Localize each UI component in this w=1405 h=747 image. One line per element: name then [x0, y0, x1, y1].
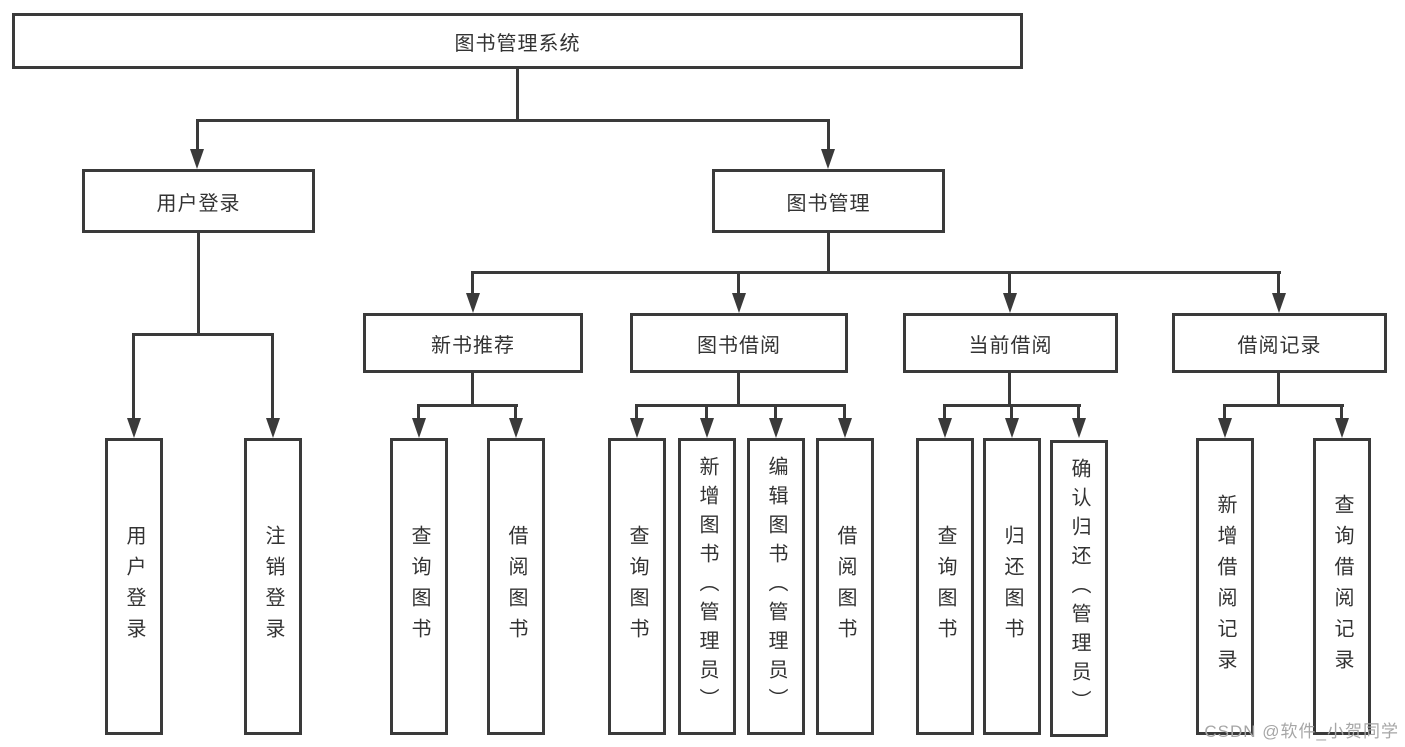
connector-leaf-stem [417, 404, 420, 420]
connector-l3-stem [1008, 271, 1011, 295]
node-book-management: 图书管理 [712, 169, 945, 233]
node-current-borrow-label: 当前借阅 [968, 334, 1053, 357]
connector-root-rail [196, 119, 829, 122]
arrow-down-icon [1005, 418, 1019, 438]
arrow-down-icon [1003, 293, 1017, 313]
connector-recommend-rail [418, 404, 518, 407]
connector-root-stem [516, 68, 519, 120]
leaf-query-book-borrow-label: 查询图书 [626, 524, 648, 649]
arrow-down-icon [127, 418, 141, 438]
arrow-down-icon [466, 293, 480, 313]
connector-leaf-stem [774, 404, 777, 420]
leaf-borrow-book-recommend: 借阅图书 [487, 438, 545, 735]
arrow-down-icon [1218, 418, 1232, 438]
connector-leaf-stem [1077, 404, 1080, 420]
connector-l3-stem [471, 271, 474, 295]
connector-leaf-stem [705, 404, 708, 420]
connector-leaf-stem [514, 404, 517, 420]
node-current-borrow: 当前借阅 [903, 313, 1118, 373]
connector-leaf-stem [943, 404, 946, 420]
connector-user-login-stem [196, 119, 199, 151]
connector-user-login-down [197, 233, 200, 335]
connector-leaf-stem [1223, 404, 1226, 420]
leaf-query-book-recommend-label: 查询图书 [408, 524, 430, 649]
node-library-system-label: 图书管理系统 [454, 32, 581, 55]
node-borrow-record-label: 借阅记录 [1237, 334, 1322, 357]
node-book-borrow: 图书借阅 [630, 313, 848, 373]
leaf-confirm-return-admin: 确认归还（管理员） [1050, 440, 1108, 737]
node-user-login: 用户登录 [82, 169, 315, 233]
connector-leaf-stem [132, 333, 135, 420]
leaf-add-book-admin: 新增图书（管理员） [678, 438, 736, 735]
connector-record-rail [1224, 404, 1344, 407]
connector-book-mgmt-rail [471, 271, 1281, 274]
connector-record-down [1277, 373, 1280, 406]
leaf-logout: 注销登录 [244, 438, 302, 735]
arrow-down-icon [821, 149, 835, 169]
leaf-return-book-label: 归还图书 [1001, 524, 1023, 649]
node-library-system: 图书管理系统 [12, 13, 1023, 69]
csdn-watermark: CSDN @软件_小贺同学 [1204, 722, 1399, 741]
leaf-logout-label: 注销登录 [262, 524, 284, 649]
connector-user-login-rail [133, 333, 274, 336]
node-new-book-recommend: 新书推荐 [363, 313, 583, 373]
connector-current-down [1008, 373, 1011, 406]
connector-l3-stem [1277, 271, 1280, 295]
arrow-down-icon [938, 418, 952, 438]
arrow-down-icon [1272, 293, 1286, 313]
leaf-query-book-recommend: 查询图书 [390, 438, 448, 735]
node-book-management-label: 图书管理 [786, 192, 871, 215]
arrow-down-icon [190, 149, 204, 169]
arrow-down-icon [630, 418, 644, 438]
node-borrow-record: 借阅记录 [1172, 313, 1387, 373]
leaf-query-borrow-record: 查询借阅记录 [1313, 438, 1371, 735]
connector-recommend-down [471, 373, 474, 406]
connector-leaf-stem [1340, 404, 1343, 420]
connector-leaf-stem [635, 404, 638, 420]
connector-leaf-stem [271, 333, 274, 420]
arrow-down-icon [732, 293, 746, 313]
connector-book-mgmt-down [827, 233, 830, 274]
arrow-down-icon [509, 418, 523, 438]
connector-book-mgmt-stem [827, 119, 830, 151]
leaf-confirm-return-admin-label: 确认归还（管理员） [1068, 458, 1090, 719]
arrow-down-icon [700, 418, 714, 438]
leaf-query-book-borrow: 查询图书 [608, 438, 666, 735]
connector-leaf-stem [1010, 404, 1013, 420]
node-user-login-label: 用户登录 [156, 192, 241, 215]
leaf-add-borrow-record: 新增借阅记录 [1196, 438, 1254, 735]
connector-l3-stem [737, 271, 740, 295]
connector-leaf-stem [843, 404, 846, 420]
arrow-down-icon [1072, 418, 1086, 438]
arrow-down-icon [1335, 418, 1349, 438]
arrow-down-icon [266, 418, 280, 438]
leaf-edit-book-admin: 编辑图书（管理员） [747, 438, 805, 735]
leaf-edit-book-admin-label: 编辑图书（管理员） [765, 456, 787, 717]
leaf-user-login-label: 用户登录 [123, 524, 145, 649]
connector-borrow-rail [636, 404, 846, 407]
leaf-query-book-current: 查询图书 [916, 438, 974, 735]
leaf-query-borrow-record-label: 查询借阅记录 [1331, 493, 1353, 680]
arrow-down-icon [412, 418, 426, 438]
leaf-return-book: 归还图书 [983, 438, 1041, 735]
node-book-borrow-label: 图书借阅 [697, 334, 781, 357]
leaf-borrow-book-borrow-label: 借阅图书 [834, 524, 856, 649]
node-new-book-recommend-label: 新书推荐 [431, 334, 515, 357]
connector-borrow-down [737, 373, 740, 406]
leaf-borrow-book-borrow: 借阅图书 [816, 438, 874, 735]
leaf-user-login: 用户登录 [105, 438, 163, 735]
leaf-query-book-current-label: 查询图书 [934, 524, 956, 649]
leaf-add-borrow-record-label: 新增借阅记录 [1214, 493, 1236, 680]
arrow-down-icon [838, 418, 852, 438]
leaf-add-book-admin-label: 新增图书（管理员） [696, 456, 718, 717]
leaf-borrow-book-recommend-label: 借阅图书 [505, 524, 527, 649]
arrow-down-icon [769, 418, 783, 438]
